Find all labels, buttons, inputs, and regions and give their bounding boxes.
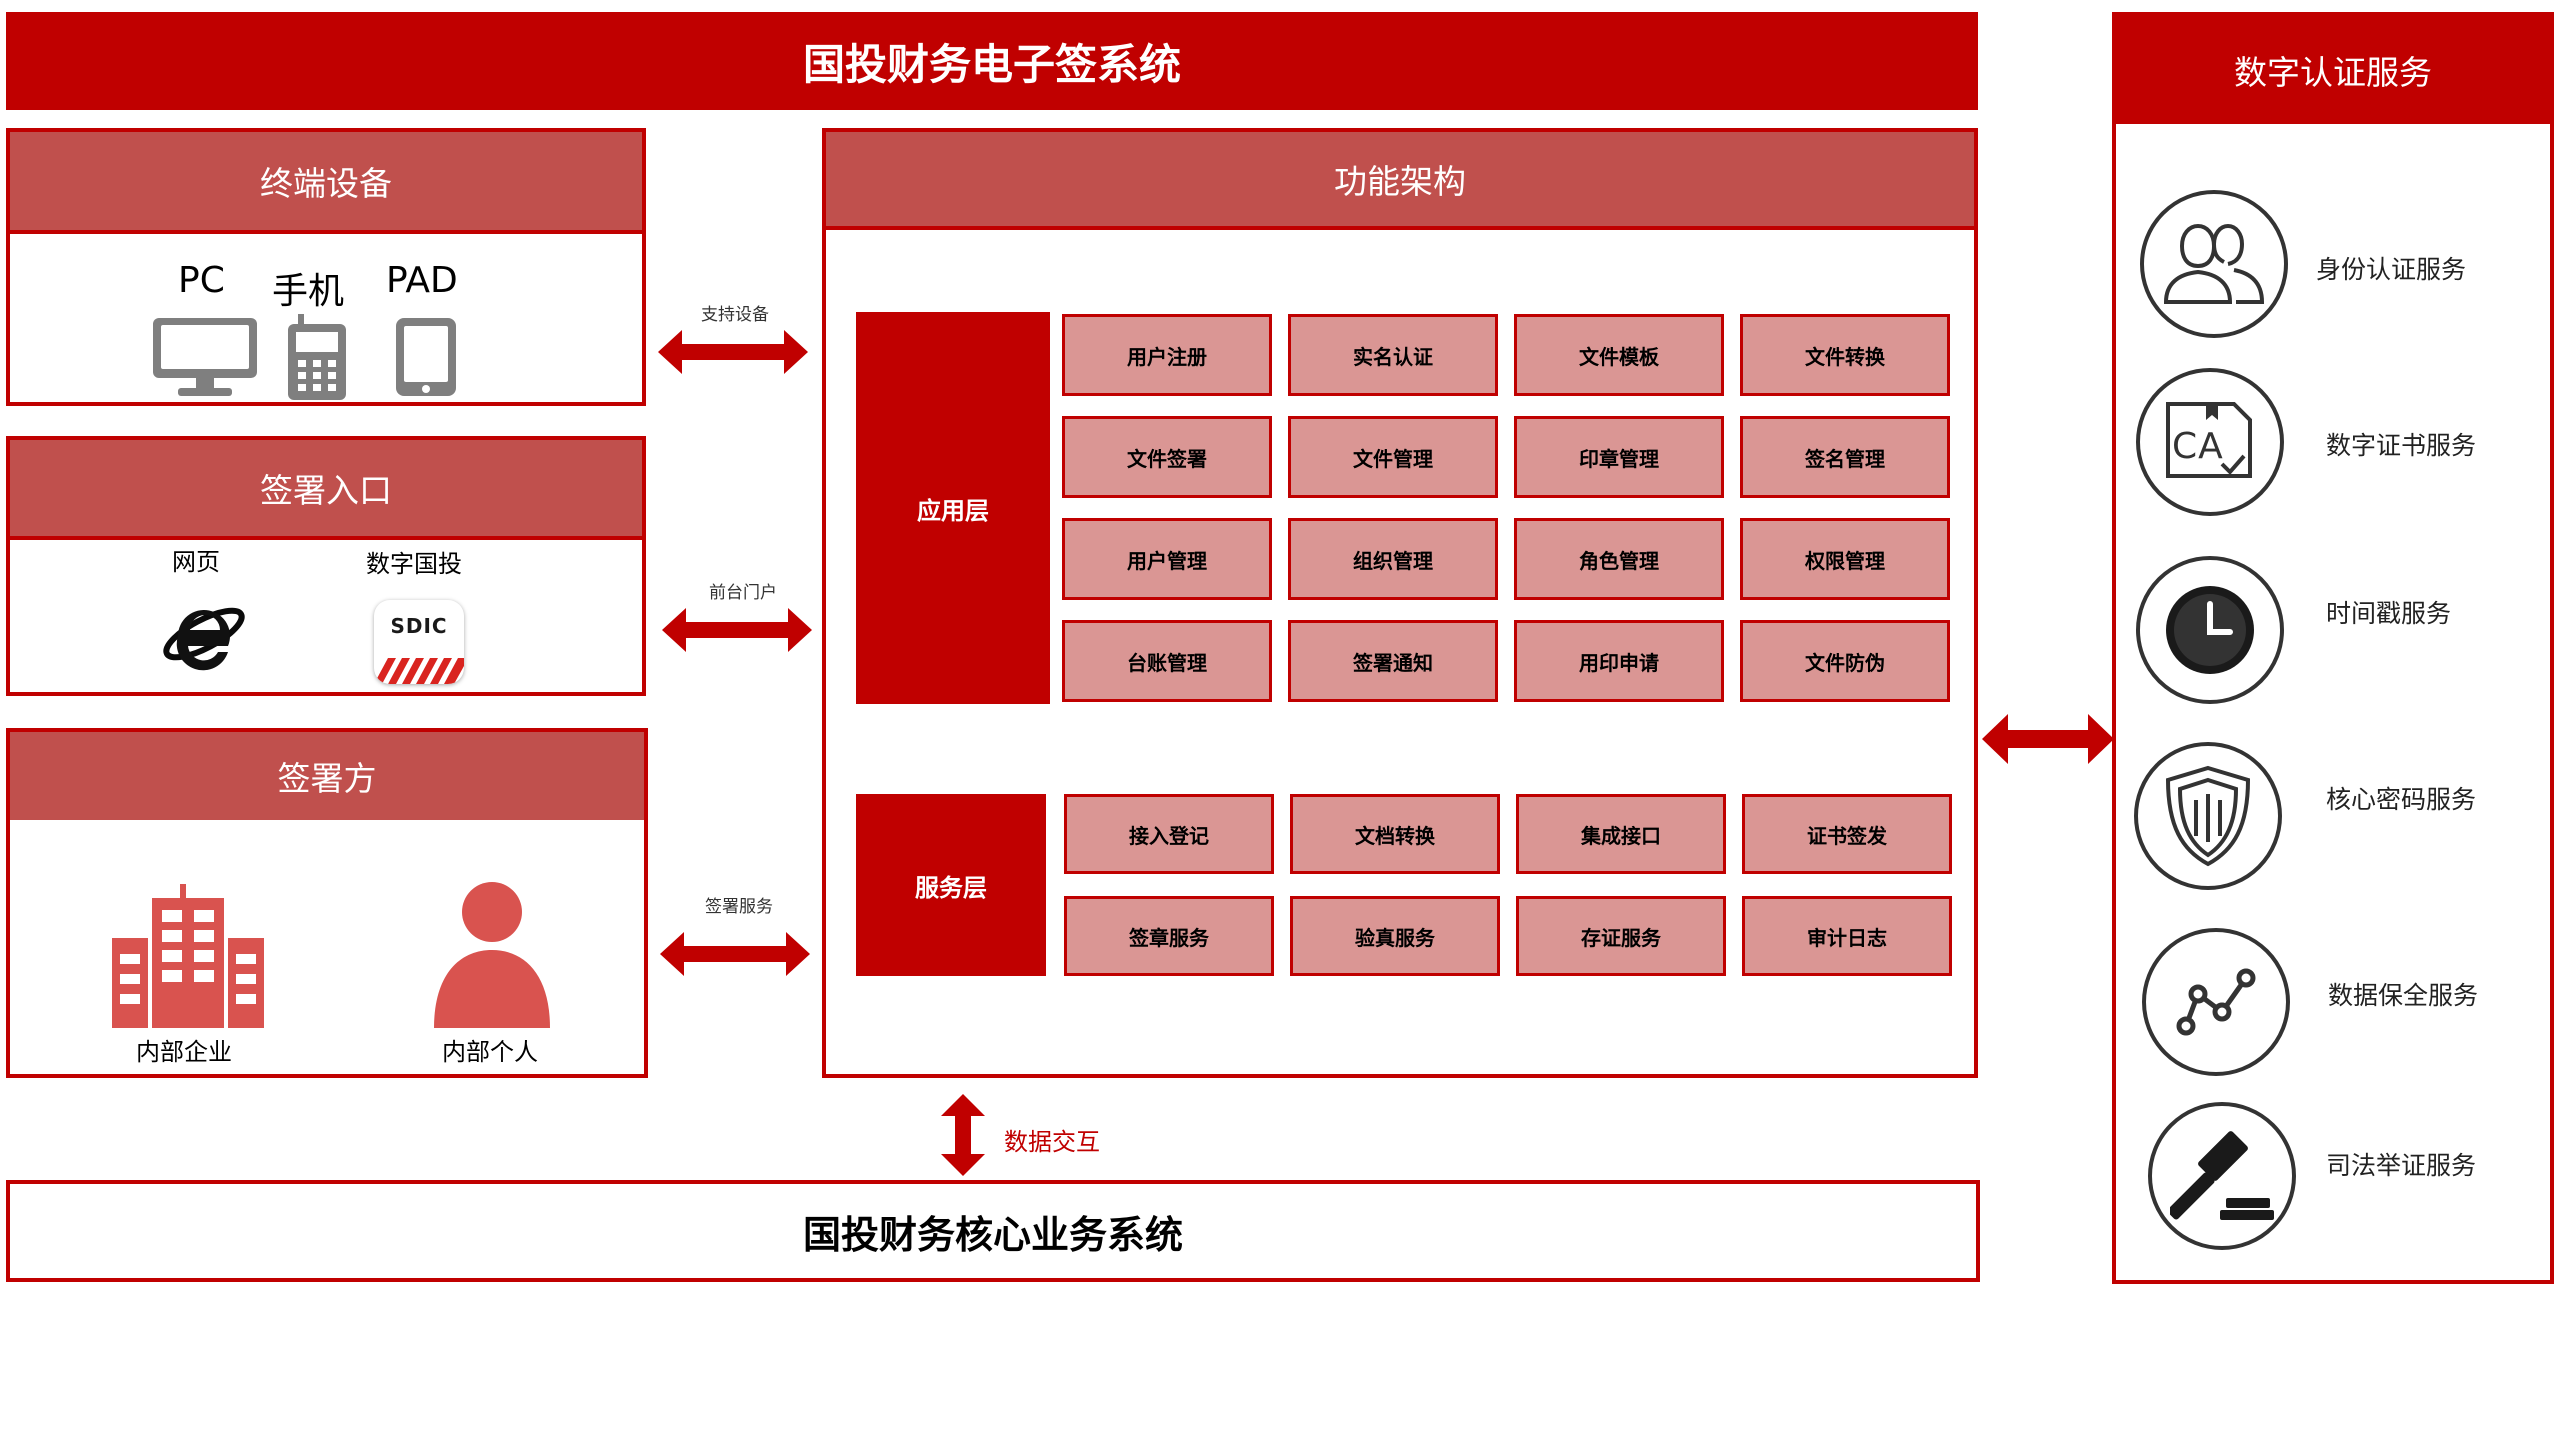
bottom-title: 国投财务核心业务系统 — [802, 1212, 1183, 1257]
double-arrow-digital-icon — [1982, 714, 2114, 764]
ca-certificate-icon — [2166, 402, 2252, 478]
service-certificate-badge: CA — [2136, 368, 2284, 516]
module-permission-manage[interactable]: 权限管理 — [1740, 518, 1950, 600]
app-layer-label: 应用层 — [917, 496, 989, 525]
module-file-sign[interactable]: 文件签署 — [1062, 416, 1272, 498]
service-timestamp-badge — [2136, 556, 2284, 704]
building-icon — [112, 884, 264, 1028]
terminal-panel-header: 终端设备 — [10, 132, 642, 234]
service-crypto-badge — [2134, 742, 2282, 890]
ie-browser-icon[interactable] — [158, 592, 250, 674]
service-access-register[interactable]: 接入登记 — [1064, 794, 1274, 874]
sdic-stripes-icon — [374, 658, 464, 684]
service-identity-badge — [2140, 190, 2288, 338]
top-title: 国投财务电子签系统 — [802, 39, 1181, 89]
service-layer-label: 服务层 — [915, 873, 987, 902]
vertical-double-arrow-icon — [941, 1094, 985, 1176]
service-judicial-badge — [2148, 1102, 2296, 1250]
top-title-bar: 国投财务电子签系统 — [6, 12, 1978, 110]
module-seal-manage[interactable]: 印章管理 — [1514, 416, 1724, 498]
signer-panel: 签署方 内部企业 内部个人 — [6, 728, 648, 1078]
module-file-manage[interactable]: 文件管理 — [1288, 416, 1498, 498]
architecture-panel: 功能架构 应用层 用户注册 实名认证 文件模板 文件转换 文件签署 文件管理 印… — [822, 128, 1978, 1078]
connector-portal-label: 前台门户 — [709, 583, 777, 603]
connector-devices-label: 支持设备 — [701, 305, 769, 325]
entry-panel-header: 签署入口 — [10, 440, 642, 540]
double-arrow-devices-icon — [658, 330, 808, 374]
device-phone-label: 手机 — [272, 271, 345, 312]
person-icon — [434, 882, 550, 1028]
service-layer-grid: 接入登记 文档转换 集成接口 证书签发 签章服务 验真服务 存证服务 审计日志 — [1064, 794, 1960, 976]
module-role-manage[interactable]: 角色管理 — [1514, 518, 1724, 600]
sdic-logo-text: SDIC — [390, 614, 448, 638]
users-icon — [2163, 223, 2265, 304]
module-sign-notify[interactable]: 签署通知 — [1288, 620, 1498, 702]
clock-icon — [2166, 586, 2254, 674]
nodes-icon — [2176, 968, 2256, 1036]
signer-enterprise-label: 内部企业 — [136, 1038, 232, 1066]
module-realname-auth[interactable]: 实名认证 — [1288, 314, 1498, 396]
pad-icon — [396, 318, 456, 396]
service-identity-label: 身份认证服务 — [2316, 255, 2467, 284]
module-anti-counterfeit[interactable]: 文件防伪 — [1740, 620, 1950, 702]
terminal-panel: 终端设备 PC 手机 PAD — [6, 128, 646, 406]
terminal-title: 终端设备 — [260, 164, 392, 203]
entry-title: 签署入口 — [260, 471, 392, 510]
gavel-icon — [2170, 1131, 2274, 1220]
module-signature-manage[interactable]: 签名管理 — [1740, 416, 1950, 498]
service-integration-api[interactable]: 集成接口 — [1516, 794, 1726, 874]
entry-panel: 签署入口 网页 数字国投 SDIC — [6, 436, 646, 696]
service-cert-issue[interactable]: 证书签发 — [1742, 794, 1952, 874]
device-pc-label: PC — [178, 260, 225, 301]
service-layer-block: 服务层 — [856, 794, 1046, 976]
service-crypto-label: 核心密码服务 — [2326, 785, 2477, 814]
shield-icon — [2165, 765, 2251, 867]
service-preservation-badge — [2142, 928, 2290, 1076]
entry-web-label: 网页 — [172, 548, 220, 576]
service-judicial-label: 司法举证服务 — [2326, 1151, 2477, 1180]
digital-services-panel: 数字认证服务 身份认证服务 CA 数字证书服务 — [2112, 12, 2554, 1284]
pc-icon — [153, 318, 257, 396]
service-certificate-label: 数字证书服务 — [2326, 431, 2477, 460]
service-evidence[interactable]: 存证服务 — [1516, 896, 1726, 976]
app-layer-block: 应用层 — [856, 312, 1050, 704]
digital-services-title: 数字认证服务 — [2234, 53, 2432, 92]
connector-sign-service-label: 签署服务 — [705, 897, 773, 917]
service-verify[interactable]: 验真服务 — [1290, 896, 1500, 976]
service-seal[interactable]: 签章服务 — [1064, 896, 1274, 976]
module-file-template[interactable]: 文件模板 — [1514, 314, 1724, 396]
module-ledger-manage[interactable]: 台账管理 — [1062, 620, 1272, 702]
entry-sdic-label: 数字国投 — [366, 550, 462, 578]
ca-glyph: CA — [2172, 426, 2224, 467]
double-arrow-portal-icon — [662, 608, 812, 652]
module-user-manage[interactable]: 用户管理 — [1062, 518, 1272, 600]
sdic-app-logo[interactable]: SDIC — [374, 600, 464, 684]
signer-panel-header: 签署方 — [10, 732, 644, 820]
module-seal-apply[interactable]: 用印申请 — [1514, 620, 1724, 702]
module-user-register[interactable]: 用户注册 — [1062, 314, 1272, 396]
service-doc-convert[interactable]: 文档转换 — [1290, 794, 1500, 874]
connector-data-exchange-label: 数据交互 — [1004, 1128, 1100, 1156]
device-pad-label: PAD — [386, 260, 458, 301]
architecture-title: 功能架构 — [1334, 162, 1466, 201]
architecture-panel-header: 功能架构 — [826, 132, 1974, 230]
digital-services-header: 数字认证服务 — [2116, 16, 2550, 124]
signer-individual-label: 内部个人 — [442, 1038, 538, 1066]
double-arrow-sign-service-icon — [660, 932, 810, 976]
app-layer-grid: 用户注册 实名认证 文件模板 文件转换 文件签署 文件管理 印章管理 签名管理 … — [1062, 314, 1958, 704]
core-system-bar: 国投财务核心业务系统 — [6, 1180, 1980, 1282]
phone-icon — [288, 314, 346, 400]
module-file-convert[interactable]: 文件转换 — [1740, 314, 1950, 396]
signer-title: 签署方 — [277, 759, 377, 798]
service-audit-log[interactable]: 审计日志 — [1742, 896, 1952, 976]
service-timestamp-label: 时间戳服务 — [2326, 599, 2452, 628]
service-preservation-label: 数据保全服务 — [2328, 981, 2479, 1010]
module-org-manage[interactable]: 组织管理 — [1288, 518, 1498, 600]
